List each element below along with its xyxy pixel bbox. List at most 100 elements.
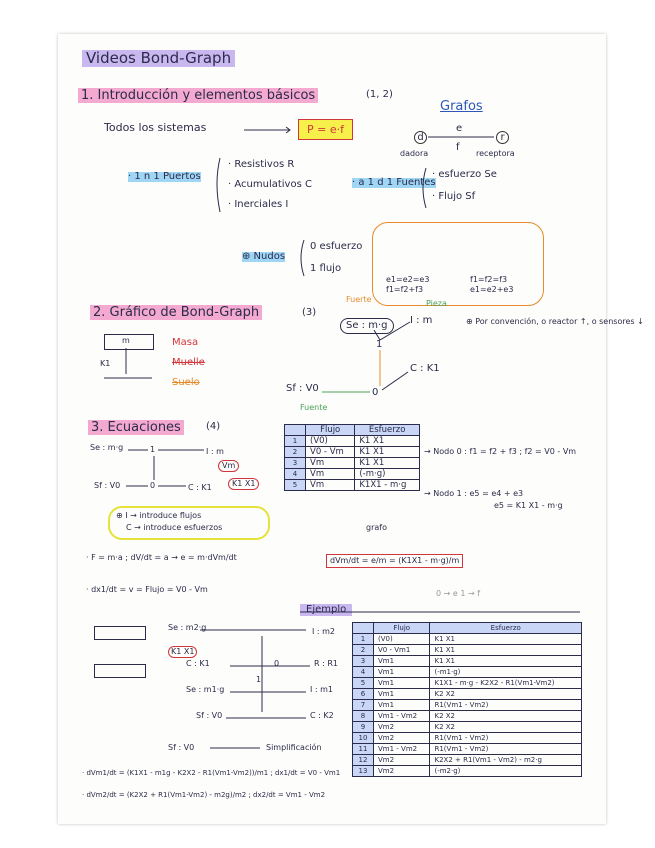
power-formula: P = e·f [298, 119, 353, 140]
nodo1-eq-b: e5 = K1 X1 - m·g [494, 501, 563, 510]
eq-vm-tag: Vm [218, 460, 240, 472]
ex-c2: C : K2 [310, 711, 334, 720]
table-row: 1(V0)K1 X1 [284, 435, 420, 447]
page-title: Videos Bond-Graph [82, 50, 236, 67]
side-note: 0 → e 1 → f [436, 589, 481, 598]
dadora-label: dadora [400, 149, 429, 158]
ex-i1: I : m1 [310, 685, 334, 694]
ex-simplificacion: Simplificación [266, 743, 322, 752]
bg-i-node: I : m [410, 315, 433, 326]
section-1-ref: (1, 2) [366, 89, 393, 100]
eq1-line1: f1=f2=f3 [470, 275, 508, 284]
nudo-1: 1 flujo [310, 263, 342, 274]
bg-se-node: Se : m·g [340, 318, 394, 334]
ex-i2: I : m2 [312, 627, 336, 636]
bg-one-node: 1 [376, 339, 383, 350]
table-header-row: Flujo Esfuerzo [352, 622, 582, 634]
ex-kx: K1 X1 [168, 646, 198, 658]
table-cell: Vm [304, 479, 356, 491]
f-label: f [456, 142, 460, 153]
receptora-node: r [496, 131, 509, 144]
masa-label: Masa [172, 337, 199, 348]
eq-c-node: C : K1 [188, 483, 212, 492]
ex-c1: C : K1 [186, 659, 210, 668]
eq1-line2: e1=e2+e3 [470, 285, 514, 294]
muelle-label: Muelle [172, 357, 205, 368]
mass-block [104, 334, 154, 350]
note-box [108, 506, 270, 540]
ex-sf-simp: Sf : V0 [168, 743, 195, 752]
note-line1: ⊕ I → introduce flujos [116, 511, 202, 520]
section-2-heading: 2. Gráfico de Bond-Graph [90, 305, 263, 320]
newton-line: · F = m·a ; dV/dt = a → e = m·dVm/dt [86, 553, 237, 562]
bond-line [379, 321, 411, 341]
brace [422, 167, 427, 209]
section-1-heading: 1. Introducción y elementos básicos [78, 88, 319, 103]
grafo-note: grafo [366, 523, 387, 532]
spring-k-label: K1 [100, 359, 111, 368]
ejemplo-heading: Ejemplo [300, 604, 353, 616]
nudos-label: ⊕ Nudos [242, 251, 286, 262]
grafos-heading: Grafos [440, 99, 483, 114]
eq-i-node: I : m [206, 447, 224, 456]
table-cell: (-m2·g) [429, 765, 582, 777]
table-cell: K1X1 - m·g [354, 479, 420, 491]
ex-sf: Sf : V0 [196, 711, 223, 720]
section-3-ref: (4) [206, 421, 221, 432]
nodo0-eq: → Nodo 0 : f1 = f2 + f3 ; f2 = V0 - Vm [424, 447, 577, 456]
convention-note: ⊕ Por convención, o reactor ↑, o sensore… [466, 317, 644, 326]
eq-zero-node: 0 [150, 481, 156, 490]
mass2-block [94, 626, 146, 640]
pieza-label: Pieza [426, 299, 447, 308]
eq-one-node: 1 [150, 445, 156, 454]
arrow-head [285, 126, 291, 134]
dadora-node: d [414, 131, 427, 144]
mass-m-label: m [122, 336, 130, 345]
ex-se2: Se : m2·g [168, 623, 207, 632]
eq0-line2: f1=f2+f3 [386, 285, 424, 294]
nodo1-eq: → Nodo 1 : e5 = e4 + e3 [424, 489, 524, 498]
ex-r: R : R1 [314, 659, 338, 668]
activo-se: · esfuerzo Se [432, 169, 497, 180]
ex-eq-2: · dVm2/dt = (K2X2 + R1(Vm1-Vm2) - m2g)/m… [82, 791, 326, 799]
note-line2: C → introduce esfuerzos [126, 523, 223, 532]
bond-line [373, 329, 381, 341]
section-2-ref: (3) [302, 307, 317, 318]
dx-line: · dx1/dt = v = Flujo = V0 - Vm [86, 585, 208, 594]
eq-sf-node: Sf : V0 [94, 481, 121, 490]
pasivos-label: · 1 n 1 Puertos [128, 171, 201, 182]
bg-sf-node: Sf : V0 [286, 383, 319, 394]
table-cell: 13 [352, 765, 374, 777]
eq0-line1: e1=e2=e3 [386, 275, 430, 284]
eq-kx-tag: K1 X1 [228, 478, 260, 490]
ex-se1: Se : m1·g [186, 685, 225, 694]
pasivo-c: · Acumulativos C [228, 179, 312, 190]
fuente-label: Fuente [300, 403, 328, 412]
todos-text: Todos los sistemas [104, 121, 207, 134]
e-label: e [456, 123, 463, 134]
receptora-label: receptora [476, 149, 515, 158]
ex-eq-1: · dVm1/dt = (K1X1 - m1g - K2X2 - R1(Vm1-… [82, 769, 341, 777]
ex-zero: 0 [274, 659, 280, 668]
table-cell: K1 X1 [354, 457, 420, 469]
pasivo-r: · Resistivos R [228, 159, 295, 170]
bg-zero-node: 0 [372, 387, 379, 398]
brace [216, 157, 221, 213]
nudo-0: 0 esfuerzo [310, 241, 363, 252]
suelo-label: Suelo [172, 377, 200, 388]
fuerte-label: Fuerte [346, 295, 372, 304]
bg-c-node: C : K1 [410, 363, 440, 374]
eq-se-node: Se : m·g [90, 443, 124, 452]
pasivo-i: · Inerciales I [228, 199, 289, 210]
activo-sf: · Flujo Sf [432, 191, 476, 202]
ex-one: 1 [256, 675, 262, 684]
